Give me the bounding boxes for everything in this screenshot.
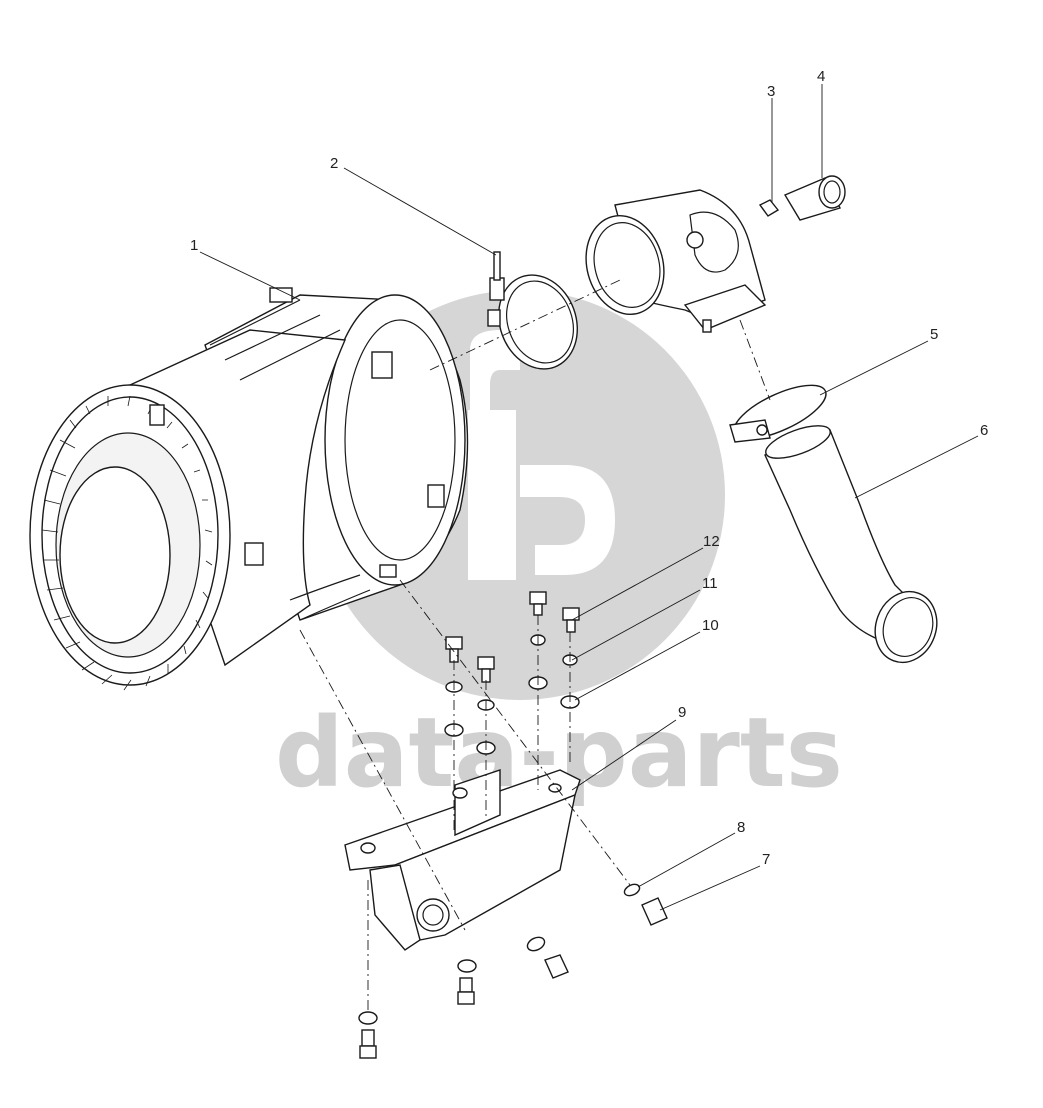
clamp-part [487, 251, 579, 370]
callout-4: 4 [817, 68, 825, 85]
callout-5: 5 [930, 326, 938, 343]
intake-elbow [585, 189, 767, 333]
air-filter-housing [29, 287, 469, 691]
cap-part [783, 175, 846, 221]
mounting-bracket [344, 769, 581, 951]
callout-6: 6 [980, 422, 988, 439]
callout-2: 2 [330, 155, 338, 172]
callout-8: 8 [737, 819, 745, 836]
bent-hose [764, 425, 938, 664]
callout-1: 1 [190, 237, 198, 254]
callout-10: 10 [702, 617, 719, 634]
callout-7: 7 [762, 851, 770, 868]
callout-labels: 1 2 3 4 5 6 7 8 9 10 11 12 [190, 68, 988, 868]
callout-11: 11 [702, 575, 718, 592]
callout-3: 3 [767, 83, 775, 100]
centerlines [299, 279, 771, 1012]
fitting-part [758, 199, 780, 217]
leader-lines [199, 84, 979, 911]
callout-9: 9 [678, 704, 686, 721]
callout-12: 12 [703, 533, 720, 550]
clamp-ring [729, 384, 827, 443]
